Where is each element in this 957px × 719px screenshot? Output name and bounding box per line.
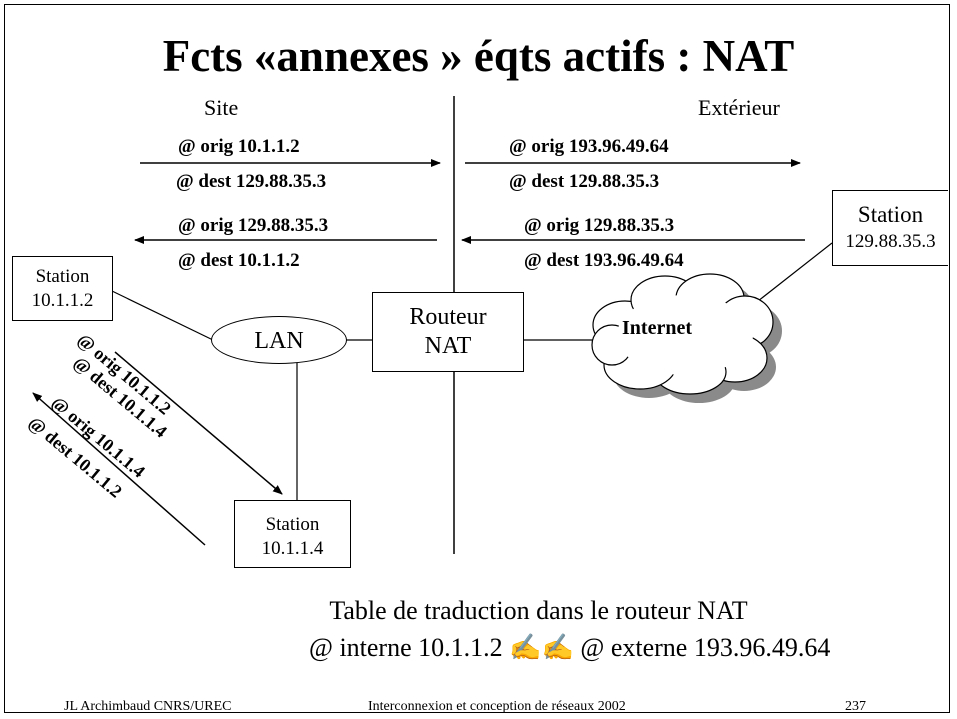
site-in-dest: @ dest 10.1.1.2: [178, 250, 300, 271]
lan-node: LAN: [211, 316, 347, 364]
router-line2: NAT: [424, 332, 472, 359]
ext-out-orig: @ orig 193.96.49.64: [509, 136, 669, 157]
zone-site-label: Site: [204, 95, 239, 120]
table-line2: @ interne 10.1.1.2 ✍✍ @ externe 193.96.4…: [309, 633, 831, 662]
site-in-orig: @ orig 129.88.35.3: [178, 215, 329, 236]
slide-frame: [4, 4, 950, 713]
footer-author: JL Archimbaud CNRS/UREC: [64, 699, 232, 714]
footer-course: Interconnexion et conception de réseaux …: [368, 699, 626, 714]
station-a-ip: 10.1.1.2: [31, 289, 94, 311]
site-out-orig: @ orig 10.1.1.2: [178, 136, 300, 157]
site-out-dest: @ dest 129.88.35.3: [176, 171, 327, 192]
arrow-lan-to-2: [32, 392, 206, 546]
link-station-a-lan: [111, 290, 214, 341]
station-b-name: Station: [265, 514, 320, 535]
ext-out-dest: @ dest 129.88.35.3: [509, 171, 660, 192]
router-line1: Routeur: [409, 304, 487, 330]
station-ext: Station 129.88.35.3: [832, 190, 948, 266]
station-a: Station 10.1.1.2: [12, 256, 113, 321]
station-ext-ip: 129.88.35.3: [845, 230, 936, 252]
router-nat: Routeur NAT: [372, 292, 524, 372]
station-a-name: Station: [35, 266, 90, 287]
table-line1: Table de traduction dans le routeur NAT: [329, 596, 748, 625]
arrow-lan-to-4: [114, 351, 283, 495]
ext-in-dest: @ dest 193.96.49.64: [524, 250, 684, 271]
internet-label: Internet: [622, 317, 692, 339]
link-internet-station-ext: [752, 242, 833, 306]
station-ext-name: Station: [857, 202, 924, 227]
slide-title: Fcts «annexes » éqts actifs : NAT: [162, 31, 795, 81]
zone-exterieur-label: Extérieur: [698, 95, 780, 120]
ext-in-orig: @ orig 129.88.35.3: [524, 215, 675, 236]
footer-page-number: 237: [845, 699, 866, 714]
station-b: Station 10.1.1.4: [234, 500, 351, 568]
station-b-ip: 10.1.1.4: [261, 537, 324, 559]
